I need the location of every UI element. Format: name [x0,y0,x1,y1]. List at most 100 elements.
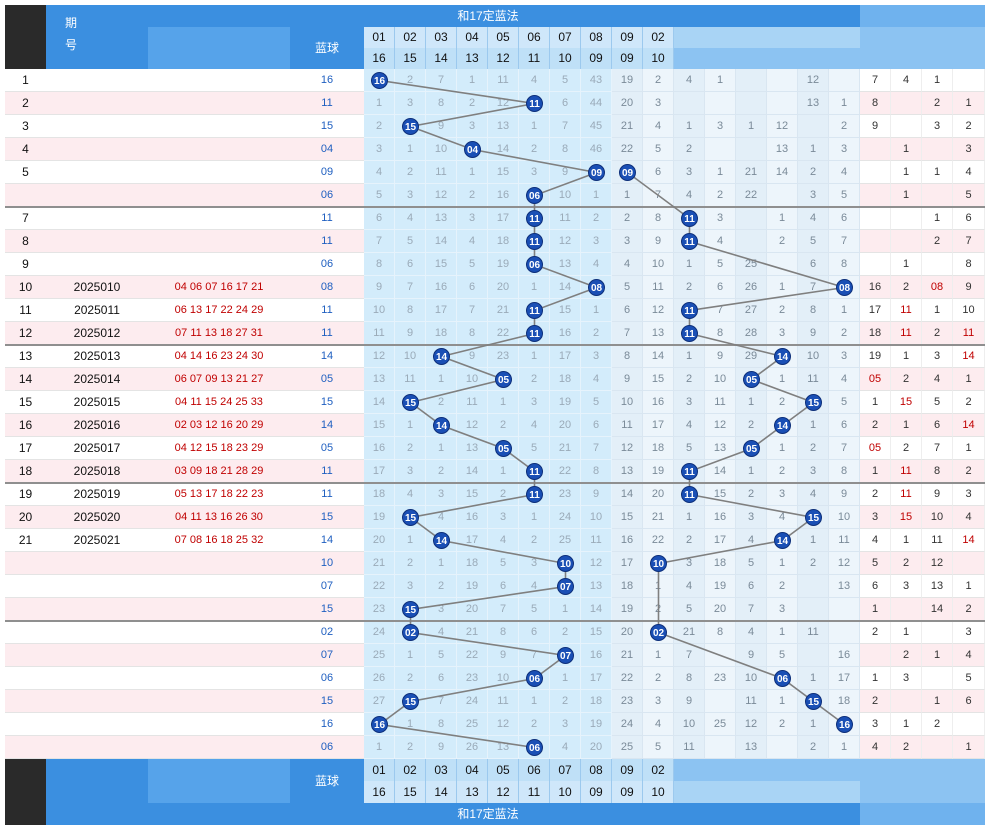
row-blue-ball: 11 [290,92,364,115]
cell-band-b: 4 [612,253,643,276]
cell-band-c: 5 [953,667,985,690]
row-number: 11 [5,299,46,322]
cell-band-a: 2 [395,161,426,184]
blue-ball-marker: 09 [588,164,605,181]
cell-band-b: 2 [798,161,829,184]
cell-band-a: 12 [364,345,395,368]
cell-band-b: 11 [643,276,674,299]
cell-band-a: 14 [581,598,612,621]
cell-band-b: 19 [705,575,736,598]
cell-band-a: 15 [581,621,612,644]
row-blue-ball: 11 [290,207,364,230]
row-red-balls [148,253,290,276]
cell-band-c: 1 [891,184,922,207]
cell-band-a: 1 [519,345,550,368]
blue-ball-marker: 14 [433,532,450,549]
cell-band-b: 1 [705,69,736,92]
cell-band-c: 1 [860,667,891,690]
header-col-bottom: 09 [581,48,612,69]
cell-band-a: 10 [488,667,519,690]
cell-band-b: 3 [829,345,860,368]
header-issue-block [46,5,148,69]
cell-band-b: 4 [674,184,705,207]
header-col-top-blank [798,27,829,48]
header-method-title: 和17定蓝法 [457,9,519,23]
cell-band-a: 3 [457,207,488,230]
cell-band-a: 3 [395,92,426,115]
cell-band-b: 3 [674,552,705,575]
cell-band-a: 1 [519,276,550,299]
blue-ball-marker: 06 [526,670,543,687]
cell-band-a: 22 [364,575,395,598]
cell-band-a: 21 [488,299,519,322]
cell-band-c: 11 [891,299,922,322]
cell-band-a: 18 [426,322,457,345]
cell-band-c [891,598,922,621]
cell-band-c: 15 [891,391,922,414]
blue-ball-marker: 16 [371,716,388,733]
cell-band-a: 4 [364,161,395,184]
cell-band-a: 5 [519,598,550,621]
cell-band-b: 1 [705,161,736,184]
row-blue-ball: 06 [290,736,364,759]
cell-band-c: 10 [953,299,985,322]
cell-band-b: 2 [798,437,829,460]
blue-ball-marker: 15 [402,118,419,135]
cell-band-a: 6 [395,253,426,276]
cell-band-a: 17 [488,207,519,230]
row-number [5,736,46,759]
cell-band-c: 3 [953,483,985,506]
blue-ball-marker: 11 [681,486,698,503]
row-red-balls: 03 09 18 21 28 29 [148,460,290,483]
blue-ball-marker: 11 [526,463,543,480]
cell-band-a: 1 [581,299,612,322]
cell-band-b: 22 [643,529,674,552]
cell-band-b: 12 [829,552,860,575]
cell-band-c: 3 [891,575,922,598]
cell-band-a: 3 [364,138,395,161]
cell-band-a: 1 [519,690,550,713]
cell-band-a: 2 [395,667,426,690]
cell-band-b: 2 [798,552,829,575]
row-issue [46,207,148,230]
row-blue-ball: 15 [290,391,364,414]
header-col-top-blank [674,27,705,48]
cell-band-a: 21 [364,552,395,575]
cell-band-a: 6 [426,667,457,690]
cell-band-c: 1 [891,414,922,437]
cell-band-b [705,644,736,667]
cell-band-b: 9 [674,690,705,713]
cell-band-c: 18 [860,322,891,345]
cell-band-b: 25 [612,736,643,759]
footer-col-top: 02 [395,759,426,781]
blue-ball-marker: 15 [805,509,822,526]
blue-ball-marker: 06 [526,739,543,756]
cell-band-b: 23 [705,667,736,690]
cell-band-b: 4 [736,621,767,644]
cell-band-a: 1 [519,506,550,529]
footer-col-top: 04 [457,759,488,781]
cell-band-a: 7 [364,230,395,253]
cell-band-a: 3 [395,575,426,598]
cell-band-c: 2 [922,230,953,253]
footer-col-bottom-blank [705,781,736,803]
cell-band-a: 8 [488,621,519,644]
cell-band-b [767,69,798,92]
cell-band-a: 7 [581,437,612,460]
cell-band-a: 1 [426,368,457,391]
cell-band-b: 1 [736,391,767,414]
cell-band-a: 8 [426,92,457,115]
cell-band-a: 2 [488,414,519,437]
blue-ball-marker: 06 [526,256,543,273]
cell-band-a: 3 [395,460,426,483]
cell-band-b: 2 [612,207,643,230]
footer-col-bottom: 09 [581,781,612,803]
cell-band-b: 11 [829,529,860,552]
cell-band-a: 24 [550,506,581,529]
row-blue-ball: 02 [290,621,364,644]
cell-band-a: 10 [581,506,612,529]
cell-band-c: 2 [953,391,985,414]
cell-band-a: 1 [457,161,488,184]
cell-band-b [705,138,736,161]
cell-band-b: 14 [643,345,674,368]
